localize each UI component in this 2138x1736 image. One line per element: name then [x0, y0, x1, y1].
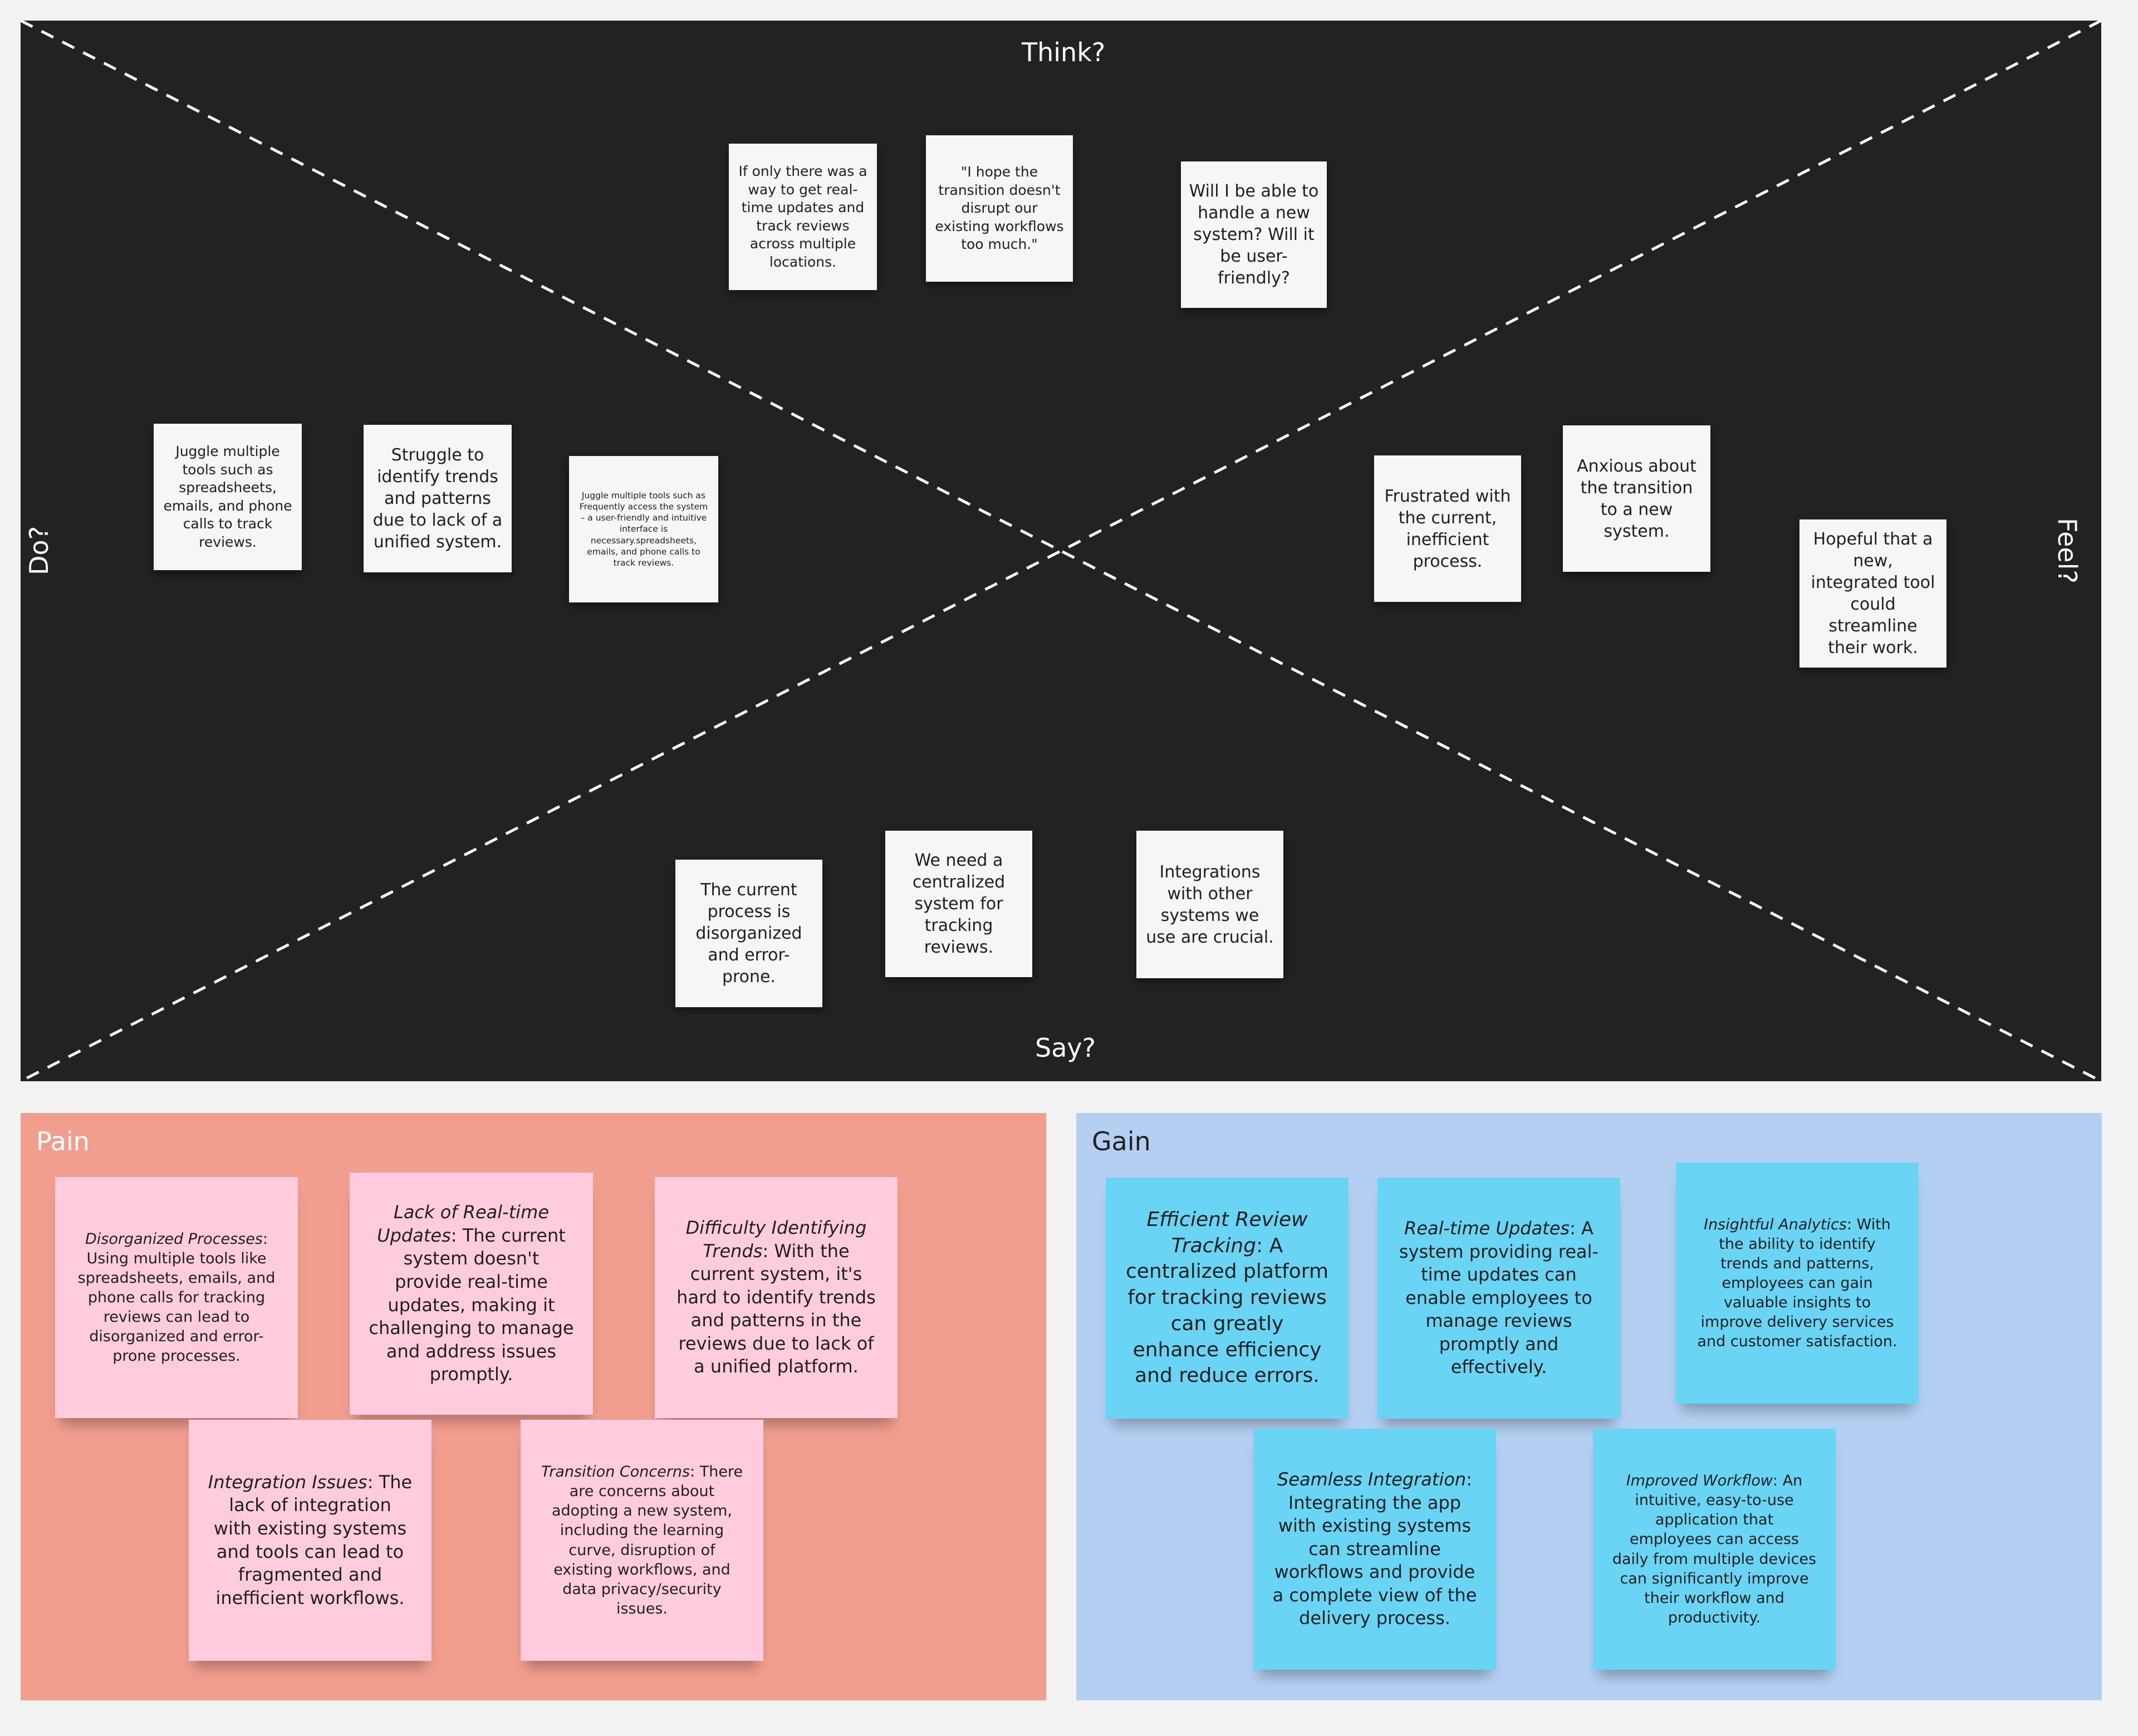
- sticky-note-say[interactable]: Integrations with other systems we use a…: [1136, 831, 1283, 978]
- note-description: : There are concerns about adopting a ne…: [552, 1463, 743, 1617]
- sticky-note-pain[interactable]: Disorganized Processes: Using multiple t…: [55, 1177, 298, 1418]
- quadrant-label-feel: Feel?: [2052, 518, 2082, 583]
- sticky-note-think[interactable]: "I hope the transition doesn't disrupt o…: [926, 135, 1073, 282]
- note-text: Disorganized Processes: Using multiple t…: [74, 1229, 279, 1366]
- note-text: The current process is disorganized and …: [695, 880, 802, 987]
- quadrant-label-say: Say?: [1035, 1033, 1096, 1063]
- note-term: Lack of Real-time Updates: [377, 1202, 549, 1246]
- note-text: Struggle to identify trends and patterns…: [372, 445, 503, 552]
- sticky-note-pain[interactable]: Lack of Real-time Updates: The current s…: [350, 1173, 593, 1415]
- note-description: : A centralized platform for tracking re…: [1125, 1234, 1329, 1387]
- note-description: : An intuitive, easy-to-use application …: [1612, 1472, 1817, 1626]
- sticky-note-pain[interactable]: Transition Concerns: There are concerns …: [521, 1420, 763, 1661]
- note-text: Hopeful that a new, integrated tool coul…: [1811, 529, 1935, 658]
- note-text: Difficulty Identifying Trends: With the …: [674, 1217, 879, 1379]
- note-text: Transition Concerns: There are concerns …: [540, 1462, 744, 1619]
- pain-title: Pain: [36, 1126, 90, 1156]
- note-term: Disorganized Processes: [85, 1230, 263, 1248]
- sticky-note-do[interactable]: Struggle to identify trends and patterns…: [364, 425, 512, 572]
- sticky-note-say[interactable]: The current process is disorganized and …: [675, 860, 822, 1007]
- quadrant-label-do: Do?: [24, 526, 54, 575]
- note-text: Efficient Review Tracking: A centralized…: [1125, 1207, 1330, 1390]
- note-term: Insightful Analytics: [1704, 1215, 1847, 1233]
- note-text: Integration Issues: The lack of integrat…: [208, 1471, 413, 1610]
- note-term: Real-time Updates: [1404, 1217, 1570, 1239]
- note-text: Integrations with other systems we use a…: [1146, 862, 1274, 947]
- sticky-note-gain[interactable]: Seamless Integration: Integrating the ap…: [1253, 1429, 1496, 1670]
- sticky-note-do[interactable]: Juggle multiple tools such as Frequently…: [569, 456, 718, 602]
- note-text: Frustrated with the current, inefficient…: [1384, 486, 1511, 571]
- sticky-note-pain[interactable]: Integration Issues: The lack of integrat…: [189, 1420, 431, 1661]
- note-term: Integration Issues: [208, 1471, 367, 1493]
- empathy-map-board: Think? Say? Do? Feel? If only there was …: [21, 21, 2101, 1081]
- note-description: : With the ability to identify trends an…: [1697, 1215, 1897, 1351]
- sticky-note-do[interactable]: Juggle multiple tools such as spreadshee…: [154, 424, 302, 570]
- note-description: : The current system doesn't provide rea…: [369, 1224, 574, 1385]
- note-description: : With the current system, it's hard to …: [676, 1240, 876, 1377]
- note-term: Seamless Integration: [1277, 1468, 1467, 1490]
- note-term: Transition Concerns: [541, 1463, 690, 1481]
- note-text: Juggle multiple tools such as Frequently…: [579, 491, 708, 568]
- note-text: "I hope the transition doesn't disrupt o…: [935, 164, 1064, 253]
- note-text: Insightful Analytics: With the ability t…: [1695, 1215, 1900, 1352]
- note-text: Real-time Updates: A system providing re…: [1396, 1217, 1601, 1379]
- note-text: Juggle multiple tools such as spreadshee…: [163, 443, 292, 550]
- note-description: : Using multiple tools like spreadsheets…: [77, 1230, 276, 1365]
- diagonal-line-1: [21, 21, 2101, 1081]
- note-text: We need a centralized system for trackin…: [912, 851, 1006, 957]
- sticky-note-feel[interactable]: Anxious about the transition to a new sy…: [1563, 425, 1710, 572]
- quadrant-label-think: Think?: [1022, 37, 1106, 67]
- diagonal-line-2: [21, 21, 2101, 1081]
- sticky-note-pain[interactable]: Difficulty Identifying Trends: With the …: [655, 1177, 898, 1418]
- sticky-note-feel[interactable]: Hopeful that a new, integrated tool coul…: [1799, 519, 1946, 668]
- note-term: Efficient Review Tracking: [1146, 1208, 1308, 1257]
- gain-title: Gain: [1092, 1126, 1151, 1156]
- note-text: Seamless Integration: Integrating the ap…: [1272, 1468, 1477, 1630]
- note-description: : The lack of integration with existing …: [213, 1471, 413, 1609]
- note-description: : A system providing real-time updates c…: [1399, 1217, 1599, 1378]
- note-text: If only there was a way to get real-time…: [738, 163, 867, 270]
- note-text: Anxious about the transition to a new sy…: [1577, 456, 1696, 541]
- sticky-note-gain[interactable]: Insightful Analytics: With the ability t…: [1676, 1163, 1919, 1404]
- pain-panel: Pain Disorganized Processes: Using multi…: [21, 1113, 1046, 1700]
- gain-panel: Gain Efficient Review Tracking: A centra…: [1076, 1113, 2102, 1700]
- sticky-note-gain[interactable]: Improved Workflow: An intuitive, easy-to…: [1593, 1429, 1836, 1670]
- sticky-note-think[interactable]: Will I be able to handle a new system? W…: [1181, 161, 1327, 308]
- sticky-note-gain[interactable]: Real-time Updates: A system providing re…: [1377, 1178, 1620, 1419]
- note-term: Difficulty Identifying Trends: [685, 1217, 867, 1262]
- quadrant-diagonals: [21, 21, 2101, 1081]
- sticky-note-say[interactable]: We need a centralized system for trackin…: [885, 831, 1032, 977]
- note-term: Improved Workflow: [1626, 1472, 1773, 1490]
- note-description: : Integrating the app with existing syst…: [1272, 1468, 1477, 1629]
- sticky-note-feel[interactable]: Frustrated with the current, inefficient…: [1374, 455, 1521, 602]
- note-text: Improved Workflow: An intuitive, easy-to…: [1612, 1471, 1817, 1627]
- sticky-note-think[interactable]: If only there was a way to get real-time…: [729, 144, 877, 290]
- sticky-note-gain[interactable]: Efficient Review Tracking: A centralized…: [1106, 1178, 1348, 1419]
- note-text: Lack of Real-time Updates: The current s…: [369, 1201, 574, 1386]
- note-text: Will I be able to handle a new system? W…: [1189, 182, 1319, 288]
